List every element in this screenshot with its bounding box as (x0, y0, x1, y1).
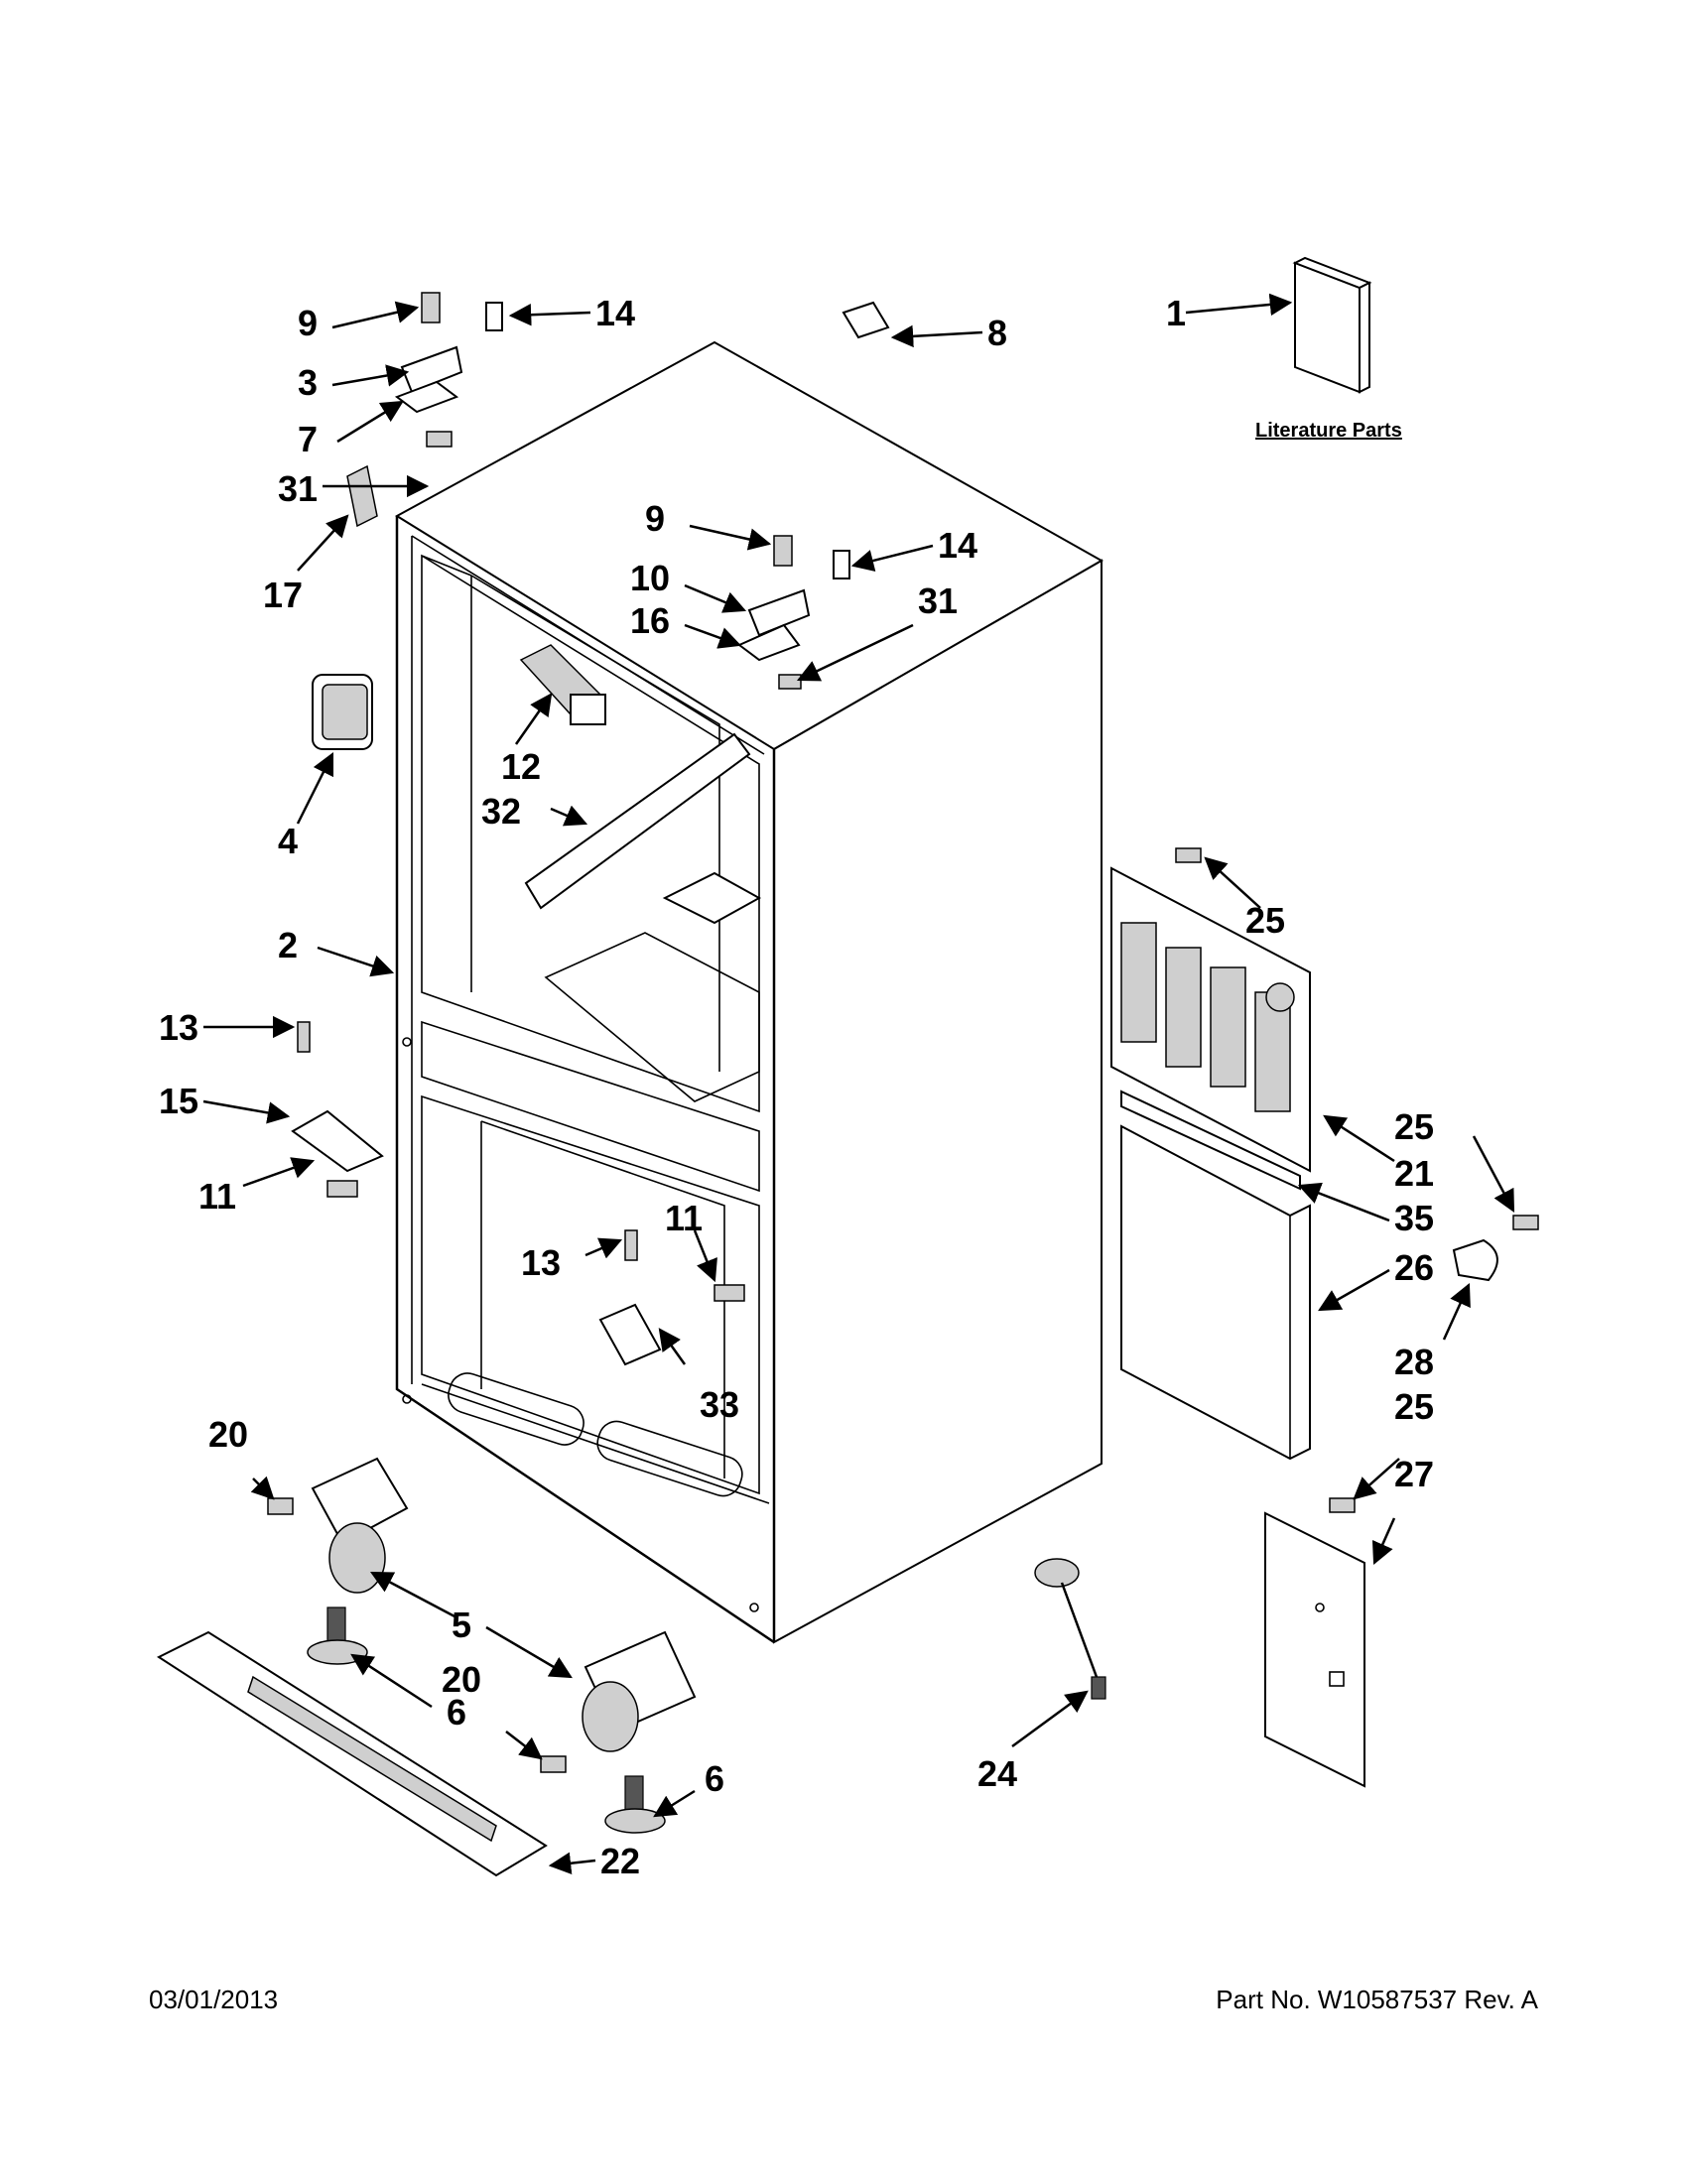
label-sticker-icon (842, 301, 890, 339)
machine-compartment-cover-icon (1120, 1124, 1311, 1461)
middle-hinge-icon (291, 1021, 384, 1198)
callout-25: 25 (1245, 900, 1285, 941)
callout-33: 33 (700, 1384, 739, 1425)
callout-5: 5 (452, 1605, 471, 1645)
front-roller-left-icon (267, 1457, 409, 1665)
callout-20-b: 20 (442, 1659, 481, 1700)
callout-2: 2 (278, 925, 298, 965)
top-hinge-left-icon (394, 292, 503, 448)
callout-lines (202, 293, 1515, 1874)
callout-17: 17 (263, 575, 303, 615)
callout-14: 14 (595, 293, 635, 333)
callout-11-b: 11 (665, 1198, 703, 1238)
callout-numbers: 1 8 9 14 3 7 31 17 4 9 14 10 16 31 12 32… (159, 293, 1434, 1881)
callout-12: 12 (501, 746, 541, 787)
footer-date: 03/01/2013 (149, 1985, 279, 2014)
callout-9: 9 (298, 303, 318, 343)
callout-28: 28 (1394, 1342, 1434, 1382)
callout-32: 32 (481, 791, 521, 832)
cabinet (395, 340, 1104, 1644)
callout-15: 15 (159, 1081, 198, 1121)
screw-icon (1175, 847, 1539, 1513)
top-hinge-right-icon (737, 535, 850, 690)
callout-6: 6 (447, 1692, 466, 1733)
rear-access-cover-icon (1110, 866, 1311, 1173)
electrical-cover-icon (1264, 1511, 1365, 1788)
toe-grille-icon (156, 1630, 548, 1877)
callout-13: 13 (159, 1007, 198, 1048)
literature-parts-icon (1292, 256, 1372, 394)
clamp-icon (1452, 1238, 1498, 1282)
callout-4: 4 (278, 821, 298, 861)
cabinet-interior (519, 644, 762, 1102)
callout-20: 20 (208, 1414, 248, 1455)
callout-27: 27 (1394, 1454, 1434, 1494)
seal-icon (346, 464, 378, 528)
callout-3: 3 (298, 362, 318, 403)
callout-31: 31 (278, 468, 318, 509)
callout-24: 24 (977, 1753, 1017, 1794)
callout-9-b: 9 (645, 498, 665, 539)
callout-10: 10 (630, 558, 670, 598)
callout-13-b: 13 (521, 1242, 561, 1283)
footer-part-number: Part No. W10587537 Rev. A (1216, 1985, 1538, 2014)
lower-hinge-icon (598, 1229, 745, 1366)
callout-1: 1 (1166, 293, 1186, 333)
front-roller-right-icon (540, 1630, 697, 1834)
callout-14-b: 14 (938, 525, 977, 566)
callout-25-c: 25 (1394, 1386, 1434, 1427)
control-panel-icon (312, 674, 373, 750)
callout-31-b: 31 (918, 580, 958, 621)
drain-tube-icon (1034, 1558, 1106, 1700)
callout-6-b: 6 (705, 1758, 724, 1799)
callout-21: 21 (1394, 1153, 1434, 1194)
callout-7: 7 (298, 419, 318, 459)
callout-25-b: 25 (1394, 1106, 1434, 1147)
literature-parts-label: Literature Parts (1255, 420, 1402, 442)
callout-35: 35 (1394, 1198, 1434, 1238)
callout-16: 16 (630, 600, 670, 641)
callout-11: 11 (198, 1176, 236, 1217)
callout-8: 8 (987, 313, 1007, 353)
callout-26: 26 (1394, 1247, 1434, 1288)
callout-22: 22 (600, 1841, 640, 1881)
